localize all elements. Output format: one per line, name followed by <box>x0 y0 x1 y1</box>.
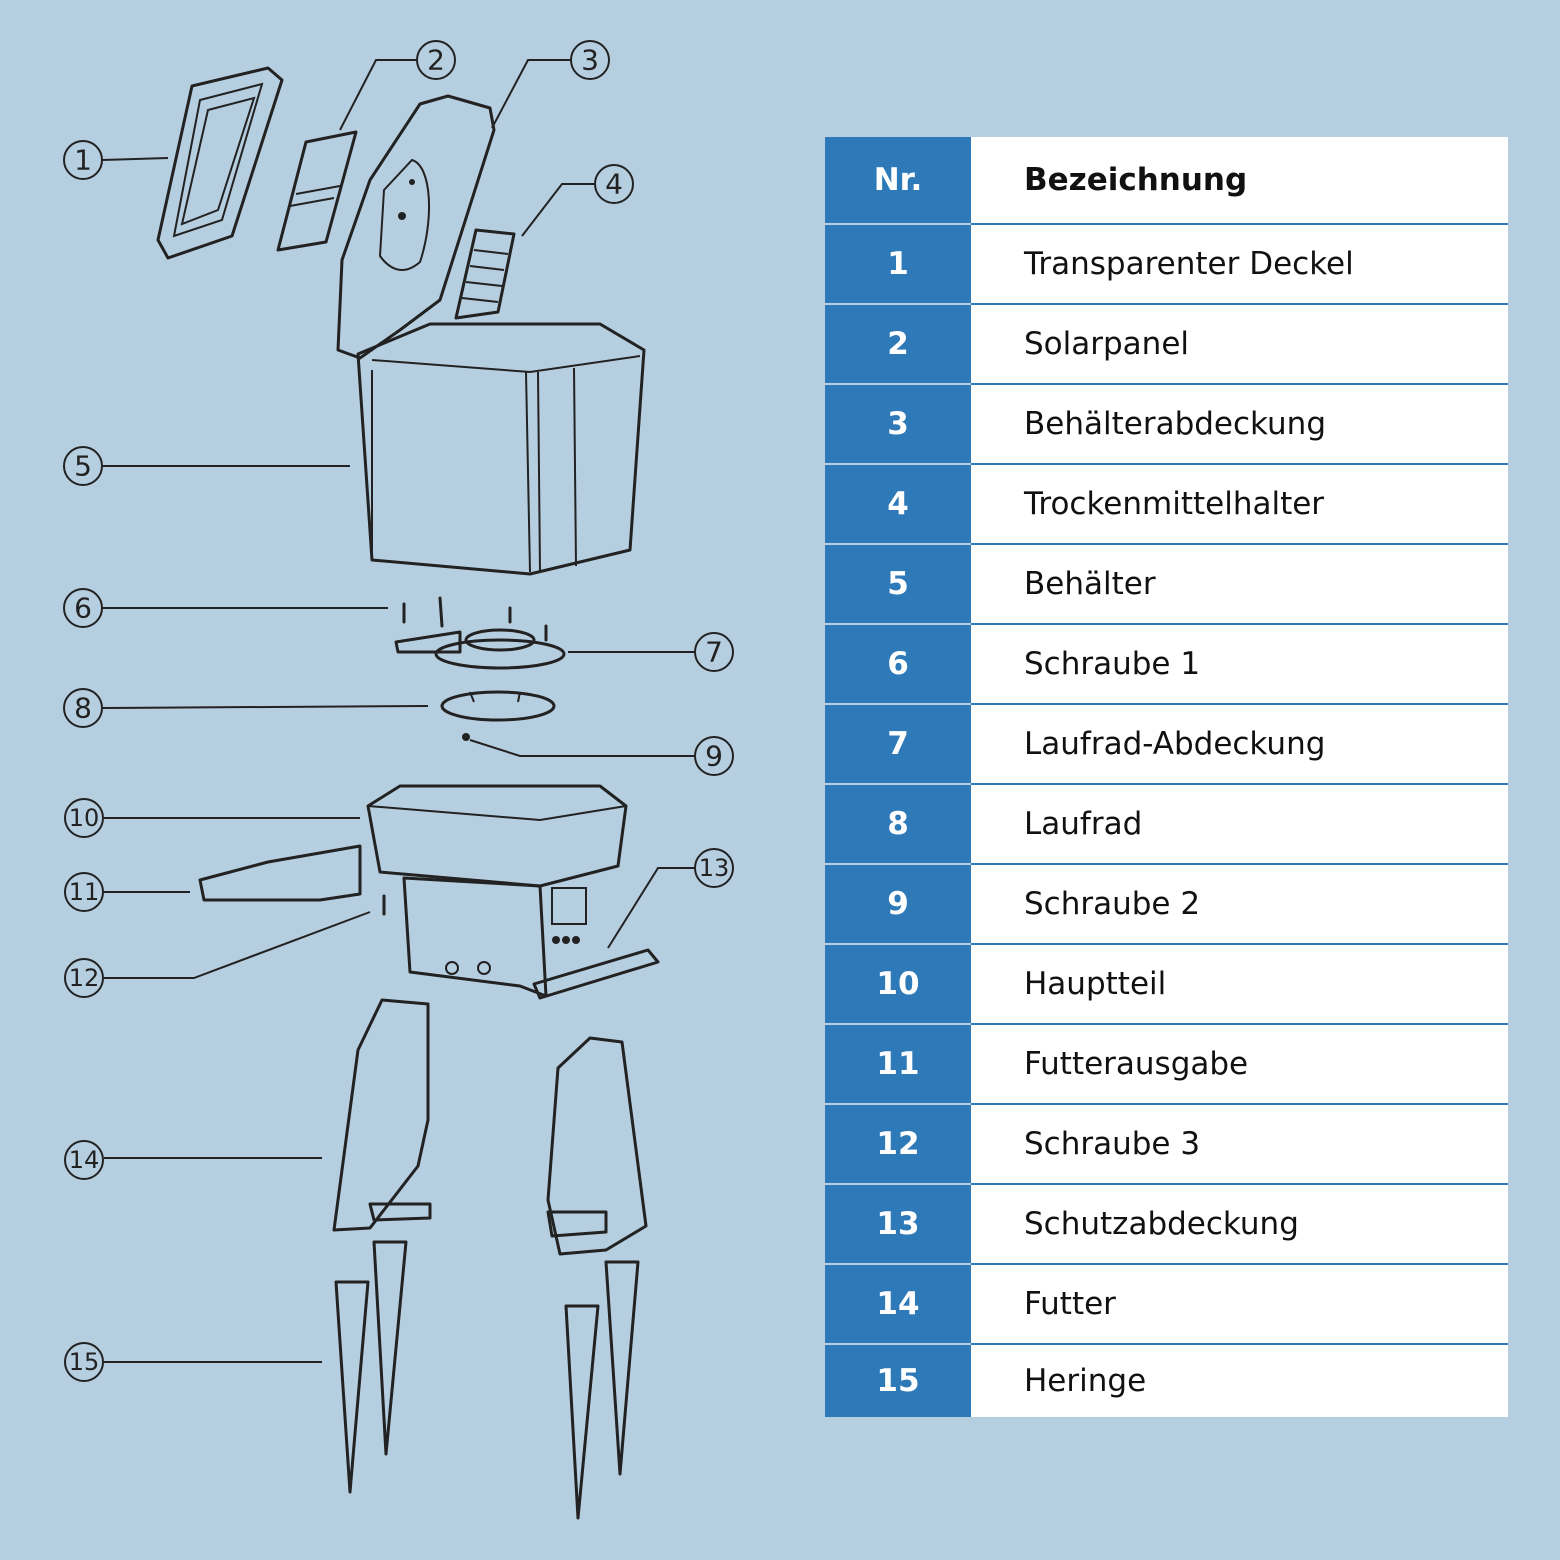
svg-text:4: 4 <box>605 168 623 201</box>
part-name: Heringe <box>971 1344 1508 1417</box>
part-number: 9 <box>825 864 971 945</box>
svg-text:11: 11 <box>69 878 100 906</box>
part-name: Behälterabdeckung <box>971 384 1508 465</box>
part-protective-cover <box>532 948 660 1000</box>
part-name: Laufrad <box>971 784 1508 865</box>
svg-text:1: 1 <box>74 144 92 177</box>
callout-13: 13 <box>694 848 734 888</box>
callout-4: 4 <box>594 164 634 204</box>
part-screw-2 <box>462 733 470 741</box>
part-number: 1 <box>825 224 971 305</box>
svg-text:12: 12 <box>69 964 100 992</box>
part-number: 3 <box>825 384 971 465</box>
part-name: Trockenmittelhalter <box>971 464 1508 545</box>
callout-7: 7 <box>694 632 734 672</box>
part-number: 8 <box>825 784 971 865</box>
part-number: 5 <box>825 544 971 625</box>
callout-9: 9 <box>694 736 734 776</box>
header-name: Bezeichnung <box>971 137 1508 225</box>
part-name: Schraube 2 <box>971 864 1508 945</box>
part-name: Laufrad-Abdeckung <box>971 704 1508 785</box>
header-nr: Nr. <box>825 137 971 225</box>
svg-text:9: 9 <box>705 740 723 773</box>
part-number: 13 <box>825 1184 971 1265</box>
part-number: 14 <box>825 1264 971 1345</box>
callout-10: 10 <box>64 798 104 838</box>
part-screws-1 <box>402 596 548 642</box>
part-number: 4 <box>825 464 971 545</box>
callout-3: 3 <box>570 40 610 80</box>
part-container <box>356 322 646 576</box>
part-number: 12 <box>825 1104 971 1185</box>
table-header-row: Nr. Bezeichnung <box>825 137 1508 225</box>
exploded-diagram: 1 2 3 4 5 6 7 8 9 10 11 12 13 14 15 <box>63 40 734 1520</box>
part-name: Solarpanel <box>971 304 1508 385</box>
svg-text:3: 3 <box>581 44 599 77</box>
leader-lines <box>101 59 696 1363</box>
callout-6: 6 <box>63 588 103 628</box>
part-name: Behälter <box>971 544 1508 625</box>
svg-text:14: 14 <box>69 1146 100 1174</box>
part-name: Schraube 3 <box>971 1104 1508 1185</box>
callout-1: 1 <box>63 140 103 180</box>
callout-5: 5 <box>63 446 103 486</box>
svg-text:8: 8 <box>74 692 92 725</box>
callout-14: 14 <box>64 1140 104 1180</box>
callout-12: 12 <box>64 958 104 998</box>
part-feet <box>332 998 648 1256</box>
part-name: Schutzabdeckung <box>971 1184 1508 1265</box>
part-name: Schraube 1 <box>971 624 1508 705</box>
part-impeller-cover <box>394 628 566 670</box>
svg-text:6: 6 <box>74 592 92 625</box>
part-container-cover <box>336 94 496 360</box>
svg-text:5: 5 <box>74 450 92 483</box>
svg-text:2: 2 <box>427 44 445 77</box>
part-desiccant-holder <box>454 228 516 320</box>
part-name: Transparenter Deckel <box>971 224 1508 305</box>
part-main-body <box>366 784 628 998</box>
part-number: 15 <box>825 1344 971 1417</box>
part-transparent-lid <box>156 66 284 260</box>
part-name: Futterausgabe <box>971 1024 1508 1105</box>
part-number: 2 <box>825 304 971 385</box>
part-name: Futter <box>971 1264 1508 1345</box>
callout-2: 2 <box>416 40 456 80</box>
svg-text:13: 13 <box>699 854 730 882</box>
part-food-dispenser <box>198 844 362 902</box>
part-number: 10 <box>825 944 971 1025</box>
svg-text:7: 7 <box>705 636 723 669</box>
callout-8: 8 <box>63 688 103 728</box>
part-name: Hauptteil <box>971 944 1508 1025</box>
svg-text:15: 15 <box>69 1348 100 1376</box>
part-pegs <box>334 1240 640 1520</box>
callout-11: 11 <box>64 872 104 912</box>
part-impeller <box>440 690 556 722</box>
part-number: 7 <box>825 704 971 785</box>
svg-text:10: 10 <box>69 804 100 832</box>
callout-15: 15 <box>64 1342 104 1382</box>
part-number: 6 <box>825 624 971 705</box>
part-solar-panel <box>276 130 358 252</box>
part-number: 11 <box>825 1024 971 1105</box>
